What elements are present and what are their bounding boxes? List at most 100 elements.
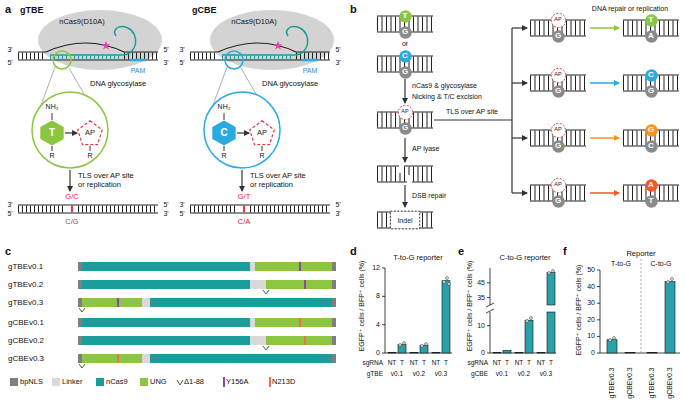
node-text: AP (554, 182, 561, 188)
stroke-line (512, 82, 527, 83)
circle-shape (645, 85, 657, 97)
node-text: C (648, 142, 654, 150)
label-text: gTBEv0.2 (8, 280, 43, 289)
circle-shape (645, 140, 657, 152)
node-text: T (403, 12, 408, 20)
legend-swatch (96, 378, 104, 386)
label-text: Reporter (626, 250, 655, 259)
label-text: T-to-G (611, 260, 631, 268)
ap-site-circle: AP (398, 105, 413, 120)
label-text: R (221, 152, 226, 160)
label-text: 3' (335, 210, 340, 218)
label-text: TLS over AP site or replication (78, 172, 142, 189)
deletion-mark (177, 380, 183, 385)
node-text: AP (554, 72, 561, 78)
label-text: v0.3 (540, 370, 552, 377)
hexagon-shape (212, 121, 235, 146)
label-text: 3' (7, 201, 12, 209)
ap-site-circle: AP (551, 13, 566, 28)
circle-mark (671, 278, 674, 281)
art-group (399, 270, 674, 348)
label-text: e (458, 245, 464, 258)
symbol-copy (190, 10, 334, 213)
label-text: f (563, 245, 567, 258)
label-text: 45 (477, 279, 485, 287)
label-text: a (5, 3, 11, 16)
bar-rect (647, 352, 657, 353)
circle-mark (548, 272, 551, 275)
label-text: sgRNA (467, 359, 488, 366)
circle-shape (399, 26, 411, 38)
ap-site-pentagon: AP (77, 120, 103, 146)
base-circle: G (399, 26, 412, 39)
ap-site-circle: AP (551, 68, 566, 83)
bar-rect (525, 320, 533, 353)
circle-mark (552, 270, 555, 273)
pentagon-shape (250, 121, 274, 145)
stroke-line (512, 137, 527, 138)
node-text: T (649, 197, 654, 205)
node-text: T (49, 128, 55, 138)
label-text: 10 (587, 332, 595, 340)
symbol-copy (377, 166, 433, 182)
circle-shape (551, 178, 565, 192)
stroke-line (512, 192, 527, 193)
label-text: 5' (7, 210, 12, 218)
label-text: gCBEv0.2 (8, 336, 44, 345)
base-circle: G (552, 195, 565, 208)
base-circle: A (645, 179, 658, 192)
pentagon-shape (78, 121, 102, 145)
circle-mark (443, 281, 446, 284)
label-text: 5' (7, 59, 12, 67)
base-circle: G (399, 66, 412, 79)
bar-rect (407, 175, 412, 184)
node-text: C (220, 128, 227, 138)
label-text: PAM (303, 67, 318, 75)
label-text: gCBEv0.1 (8, 318, 44, 327)
legend-text: Y156A (226, 378, 249, 387)
label-text: 10 (477, 322, 485, 330)
label-text: gTBEv0.1 (8, 262, 43, 271)
stroke-line (404, 79, 405, 103)
circle-shape (645, 195, 657, 207)
label-text: nCas9(D10A) (231, 18, 276, 27)
legend-swatch (140, 378, 148, 386)
node-text: Indel (397, 217, 412, 224)
mutation-mark (269, 377, 271, 387)
stroke-line (434, 28, 512, 193)
label-text: 4 (376, 321, 380, 329)
label-text: gCBEv0.3 (666, 367, 674, 399)
label-text: or (402, 40, 408, 48)
symbol-copy (78, 280, 336, 294)
node-text: G (402, 68, 408, 76)
label-text: DSB repair (412, 192, 446, 200)
symbol-copy (78, 298, 336, 312)
label-text: C/A (238, 218, 251, 227)
base-circle: C (645, 140, 658, 153)
bar-rect (503, 350, 511, 353)
node-text: C (648, 71, 654, 79)
stroke-line (404, 138, 405, 162)
label-text: 5' (163, 201, 168, 209)
label-text: v0.1 (391, 370, 403, 377)
circle-mark (667, 281, 670, 284)
circle-mark (609, 339, 612, 342)
circle-mark (446, 277, 449, 280)
label-text: T (549, 359, 553, 366)
legend-text: UNG (150, 378, 167, 387)
symbol-copy (18, 10, 162, 213)
label-text: 5' (179, 210, 184, 218)
stroke-line (590, 137, 619, 139)
label-text: gTBEv0.3 (8, 298, 43, 307)
legend-symbol (176, 377, 184, 387)
connector-arrow (65, 132, 77, 133)
bar-rect (537, 352, 545, 353)
label-text: gCBE (192, 5, 217, 15)
label-text: DNA repair or replication (592, 5, 668, 13)
base-circle: C (399, 50, 412, 63)
label-text: TLS over AP site or replication (250, 172, 314, 189)
circle-shape (552, 140, 564, 152)
label-text: 0 (481, 349, 485, 357)
legend-text: Linker (62, 378, 82, 387)
label-text: v0.1 (496, 370, 508, 377)
